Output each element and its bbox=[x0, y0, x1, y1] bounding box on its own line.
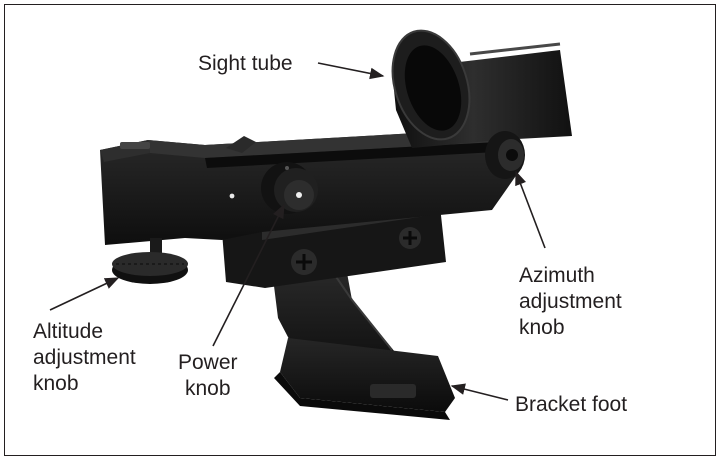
azimuth-adjustment-knob bbox=[485, 131, 525, 179]
azimuth-label: Azimuth adjustment knob bbox=[519, 263, 622, 341]
altitude-label: Altitude adjustment knob bbox=[33, 319, 136, 397]
power-leader bbox=[212, 203, 285, 347]
sight-tube-label: Sight tube bbox=[198, 52, 293, 75]
azimuth-label-line3: knob bbox=[519, 316, 565, 339]
power-label-line1: Power bbox=[178, 351, 238, 374]
power-label: Power knob bbox=[178, 350, 238, 402]
altitude-leader bbox=[49, 277, 120, 311]
power-label-line2: knob bbox=[184, 377, 231, 400]
sight-tube-leader bbox=[317, 62, 385, 80]
leader-lines bbox=[49, 62, 546, 401]
foot-slot bbox=[370, 384, 416, 398]
power-knob bbox=[261, 162, 318, 214]
battery-cap bbox=[120, 142, 150, 149]
azimuth-label-line2: adjustment bbox=[519, 290, 622, 313]
bracket-foot-label: Bracket foot bbox=[515, 393, 628, 416]
azimuth-leader bbox=[515, 170, 546, 249]
altitude-label-line3: knob bbox=[33, 372, 79, 395]
azimuth-label-line1: Azimuth bbox=[519, 264, 595, 287]
altitude-label-line2: adjustment bbox=[33, 346, 136, 369]
bracket-foot bbox=[274, 338, 455, 420]
sight-tube bbox=[391, 29, 572, 148]
power-switch-tab bbox=[226, 136, 256, 153]
altitude-label-line1: Altitude bbox=[33, 320, 104, 343]
altitude-adjustment-knob bbox=[112, 238, 188, 284]
bracket-foot-leader bbox=[450, 383, 509, 401]
